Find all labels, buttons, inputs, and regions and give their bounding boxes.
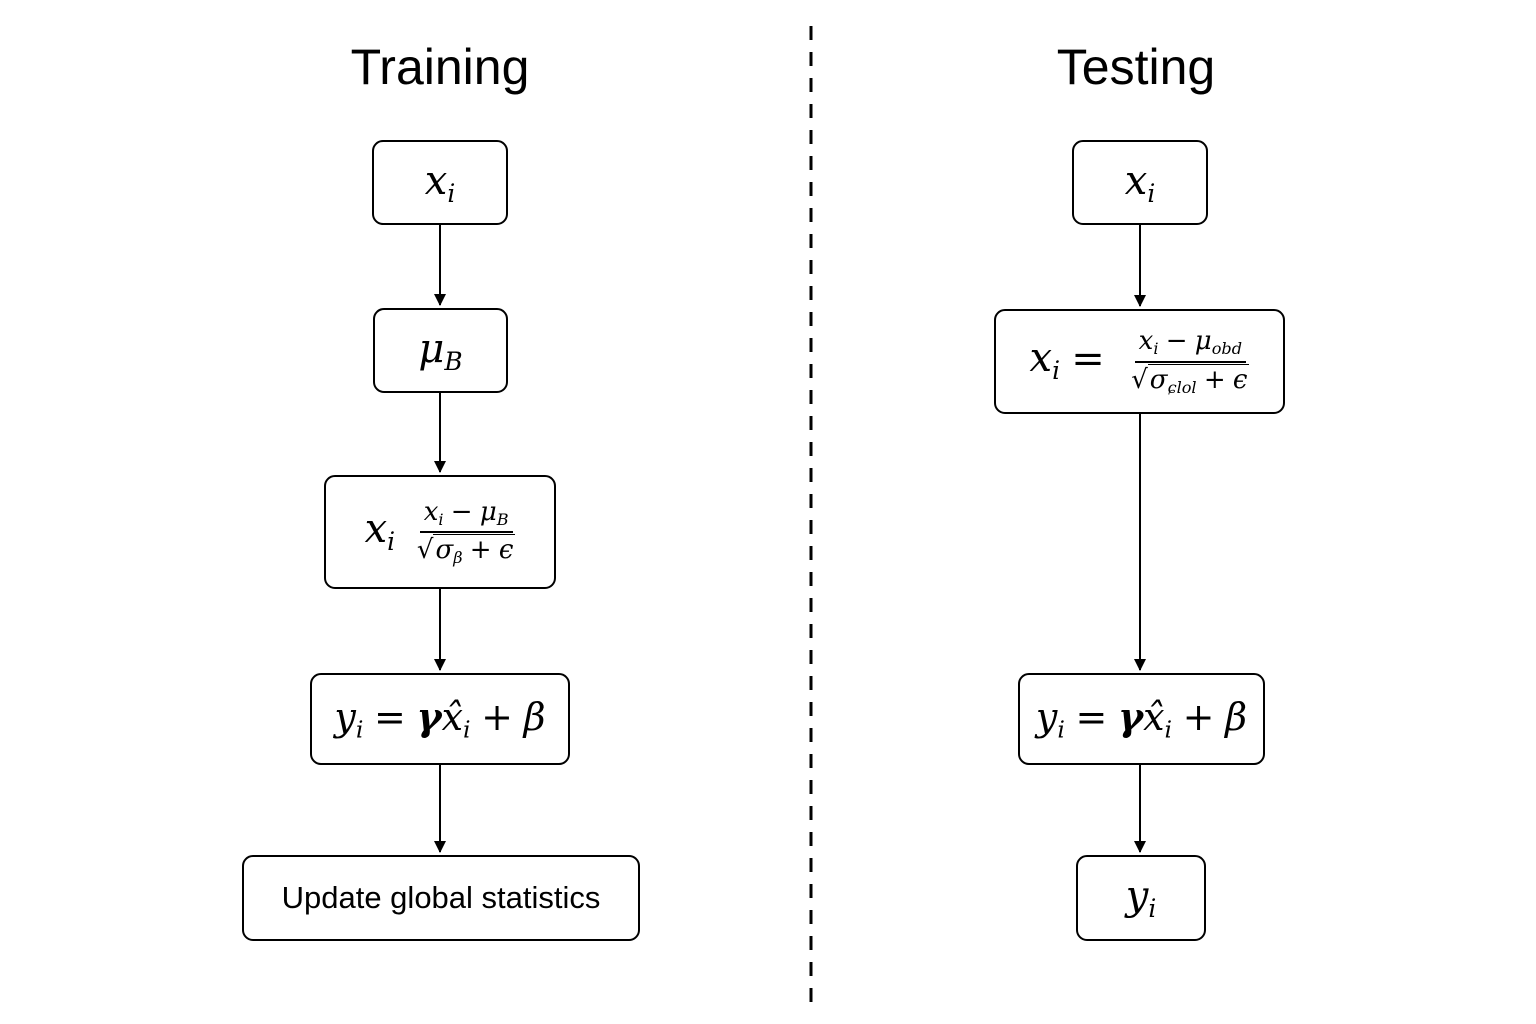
test-normalize-formula: xi= xi−μobd √σɕlol+ϵ <box>1029 326 1250 397</box>
train-input-formula: xi <box>425 158 456 208</box>
train-mean-node: μB <box>373 308 508 393</box>
sqrt-icon: √ <box>416 535 434 565</box>
fraction-denominator: √σβ+ϵ <box>416 534 516 568</box>
train-scale-shift-formula: yi=γx̂i+β <box>334 694 546 744</box>
lhs-sub-i: i <box>387 526 396 556</box>
train-scale-shift-node: yi=γx̂i+β <box>310 673 570 765</box>
fraction-numerator: xi−μB <box>419 497 513 533</box>
testing-title: Testing <box>1056 39 1216 95</box>
var-x: x <box>424 157 448 204</box>
var-mu: μ <box>418 325 445 372</box>
test-normalize-node: xi= xi−μobd √σɕlol+ϵ <box>994 309 1285 414</box>
train-input-node: xi <box>372 140 508 225</box>
sub-i: i <box>447 178 456 208</box>
train-normalize-node: xi xi−μB √σβ+ϵ <box>324 475 556 589</box>
normalize-fraction: xi−μB √σβ+ϵ <box>417 497 516 567</box>
update-statistics-label: Update global statistics <box>281 880 601 915</box>
fraction-denominator: √σɕlol+ϵ <box>1131 363 1250 397</box>
global-normalize-fraction: xi−μobd √σɕlol+ϵ <box>1131 326 1250 397</box>
test-scale-shift-node: yi=γx̂i+β <box>1018 673 1265 765</box>
test-output-formula: yi <box>1125 873 1157 923</box>
update-statistics-node: Update global statistics <box>242 855 640 941</box>
test-input-formula: xi <box>1124 157 1156 208</box>
fraction-numerator: xi−μobd <box>1134 326 1247 363</box>
test-scale-shift-formula: yi=γx̂i+β <box>1035 694 1248 744</box>
training-title: Training <box>350 39 530 95</box>
test-input-node: xi <box>1072 140 1208 225</box>
sub-b: B <box>444 346 463 376</box>
test-output-node: yi <box>1076 855 1206 941</box>
train-normalize-formula: xi xi−μB √σβ+ϵ <box>365 497 516 567</box>
batch-mean-formula: μB <box>418 326 462 376</box>
lhs-x: x <box>364 506 388 552</box>
sqrt-icon: √ <box>1131 364 1148 395</box>
